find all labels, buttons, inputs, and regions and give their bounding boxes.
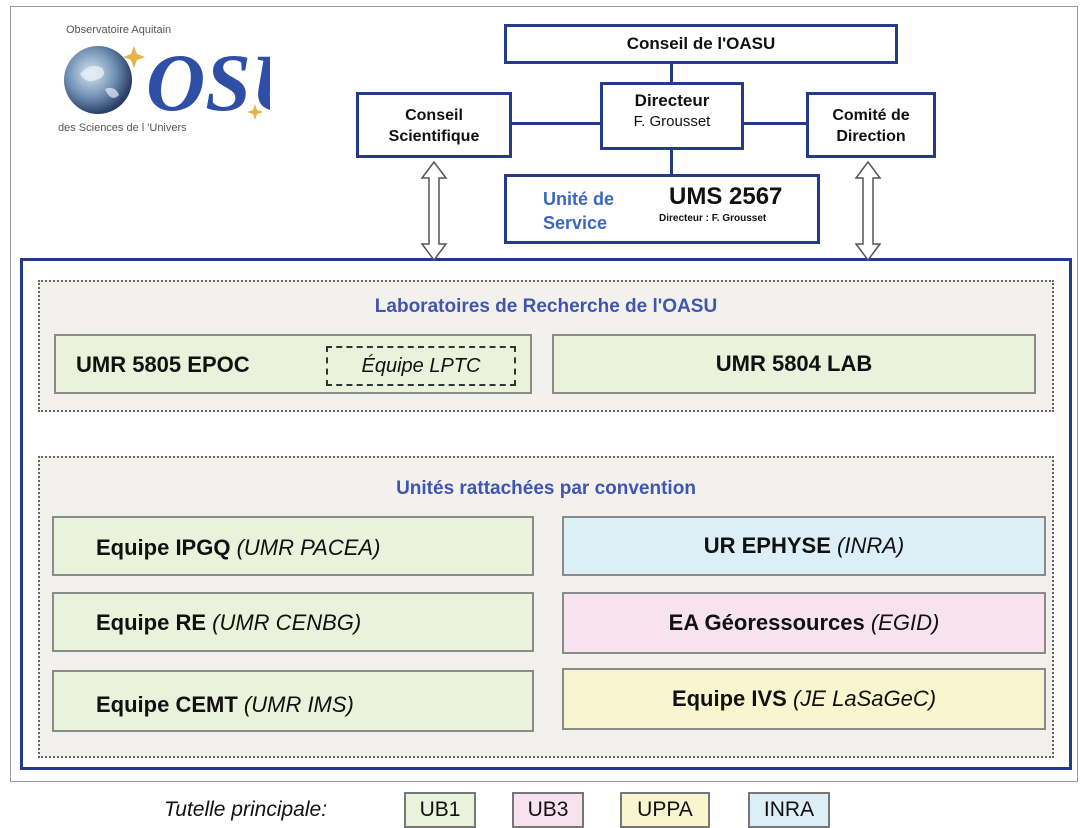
connector-line <box>670 62 673 84</box>
unit-name: Equipe CEMT <box>96 692 238 717</box>
logo-mark-text: OSU <box>146 37 270 124</box>
comite-line2: Direction <box>836 128 906 145</box>
logo-top-text: Observatoire Aquitain <box>66 24 172 36</box>
connector-line <box>670 148 673 176</box>
connector-line <box>510 122 602 125</box>
unit-cell: Equipe IVS (JE LaSaGeC) <box>562 668 1046 730</box>
logo-bottom-text: des Sciences de l 'Univers <box>58 122 187 134</box>
conseil-scientifique-box: Conseil Scientifique <box>356 92 512 158</box>
conseil-oasu-box: Conseil de l'OASU <box>504 24 898 64</box>
lab-epoc-label: UMR 5805 EPOC <box>76 352 250 377</box>
unit-tag: (UMR IMS) <box>243 692 354 717</box>
unit-name: UR EPHYSE <box>703 533 831 558</box>
unit-tag: (UMR PACEA) <box>236 535 381 560</box>
conseil-scientifique-line2: Scientifique <box>388 128 480 145</box>
unit-name: Equipe IPGQ <box>96 535 231 560</box>
lab-lab-label: UMR 5804 LAB <box>715 351 873 376</box>
legend-ub1: UB1 <box>404 792 476 828</box>
conseil-scientifique-line1: Conseil <box>405 107 463 124</box>
unit-cell: Equipe RE (UMR CENBG) <box>52 592 534 652</box>
lab-cell-lab: UMR 5804 LAB <box>552 334 1036 394</box>
connector-line <box>742 122 808 125</box>
unit-tag: (INRA) <box>837 533 905 558</box>
laboratoires-title: Laboratoires de Recherche de l'OASU <box>374 296 718 317</box>
lptc-team-box: Équipe LPTC <box>326 346 516 386</box>
unites-title: Unités rattachées par convention <box>396 478 696 499</box>
unit-cell: Equipe CEMT (UMR IMS) <box>52 670 534 732</box>
unite-line1: Unité de <box>543 189 615 209</box>
unite-line2: Service <box>543 213 608 233</box>
directeur-box: Directeur F. Grousset <box>600 82 744 150</box>
osu-logo-mark: OSU <box>64 37 270 124</box>
ums-box: Unité de Service UMS 2567 Directeur : F.… <box>504 174 820 244</box>
unit-cell: Equipe IPGQ (UMR PACEA) <box>52 516 534 576</box>
globe-icon <box>64 46 132 114</box>
unit-tag: (JE LaSaGeC) <box>792 686 937 711</box>
unit-name: Equipe RE <box>96 610 207 635</box>
unit-tag: (EGID) <box>870 610 940 635</box>
unit-tag: (UMR CENBG) <box>212 610 362 635</box>
unit-name: EA Géoressources <box>668 610 865 635</box>
legend-label: Tutelle principale: <box>164 798 328 821</box>
osu-logo: Observatoire Aquitain OSU des Sciences d… <box>50 24 280 144</box>
legend-inra: INRA <box>748 792 830 828</box>
star-icon <box>123 46 145 68</box>
lab-cell-epoc: UMR 5805 EPOC <box>54 334 532 394</box>
comite-line1: Comité de <box>832 107 910 124</box>
unite-service-label: Unité de Service <box>543 187 614 235</box>
legend-ub3: UB3 <box>512 792 584 828</box>
conseil-oasu-label: Conseil de l'OASU <box>626 34 776 53</box>
star-icon <box>247 104 263 120</box>
legend-uppa: UPPA <box>620 792 710 828</box>
unit-name: Equipe IVS <box>671 686 787 711</box>
ums-director: Directeur : F. Grousset <box>659 213 767 224</box>
unit-cell: EA Géoressources (EGID) <box>562 592 1046 654</box>
comite-direction-box: Comité de Direction <box>806 92 936 158</box>
directeur-title: Directeur <box>634 91 710 110</box>
directeur-name: F. Grousset <box>633 113 711 130</box>
ums-title: UMS 2567 <box>669 183 783 210</box>
unit-cell: UR EPHYSE (INRA) <box>562 516 1046 576</box>
